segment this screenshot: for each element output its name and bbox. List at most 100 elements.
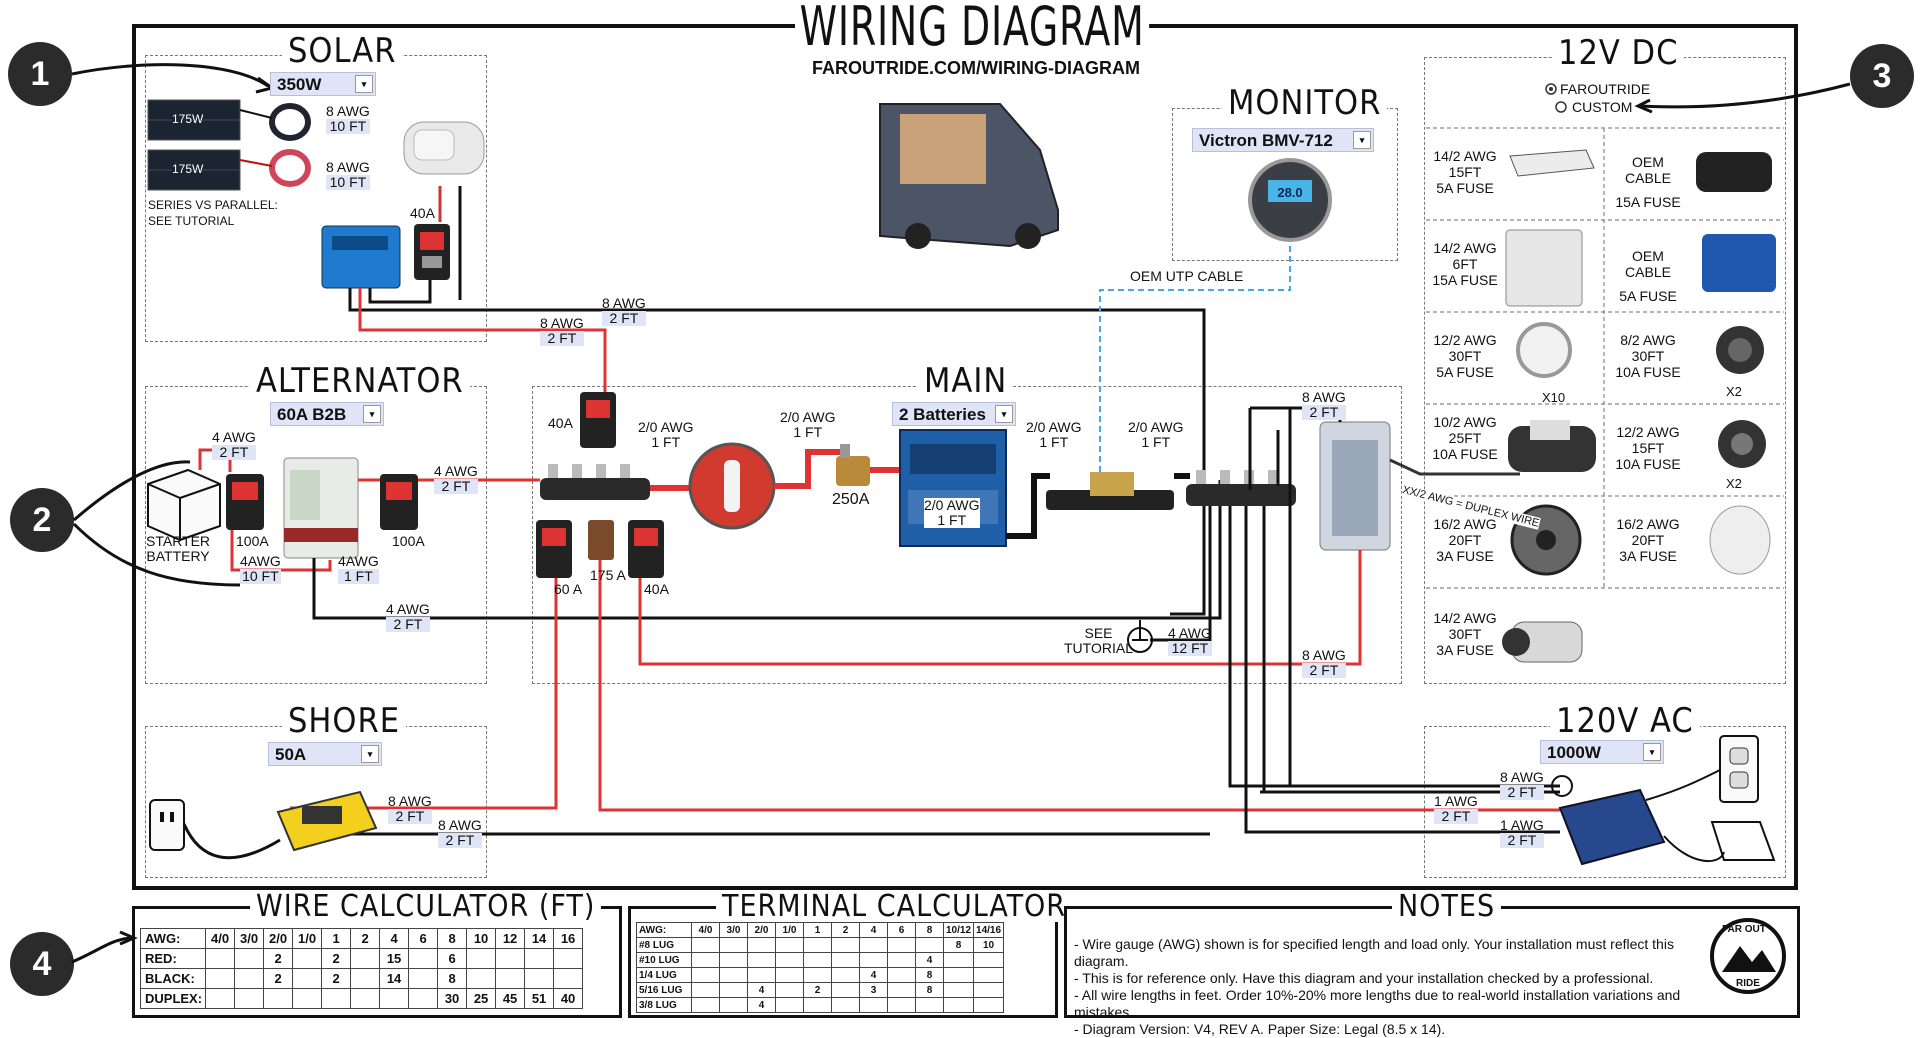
- solar-select[interactable]: 350W▾: [270, 72, 376, 96]
- wire-calc-header-cell: 16: [553, 928, 584, 949]
- solar-note-1: SERIES VS PARALLEL:: [148, 198, 278, 212]
- logo-text-2: RIDE: [1736, 978, 1760, 989]
- term-calc-cell: [691, 982, 720, 998]
- term-calc-cell: [859, 997, 888, 1013]
- radio-custom: [1555, 101, 1567, 113]
- term-calc-cell: [775, 997, 804, 1013]
- wire-calc-cell: [408, 948, 439, 969]
- house-batteries-icon: [899, 429, 1007, 547]
- dc-item-6-gauge: 8/2 AWG: [1620, 332, 1676, 348]
- battery-switch-icon: [688, 442, 776, 530]
- wire-ground-length: 12 FT: [1168, 641, 1212, 656]
- alternator-select[interactable]: 60A B2B▾: [270, 402, 384, 426]
- term-calc-header-cell: 3/0: [719, 922, 748, 938]
- wire-calc-cell: [524, 948, 555, 969]
- starter-battery-label-2: BATTERY: [146, 548, 210, 564]
- radio-faroutride-label[interactable]: FAROUTRIDE: [1560, 81, 1651, 97]
- wire-calc-cell: [205, 948, 236, 969]
- dc-item-7-gauge: 10/2 AWG: [1433, 414, 1497, 430]
- term-calc-cell: 4: [859, 967, 888, 983]
- main-select[interactable]: 2 Batteries▾: [892, 402, 1016, 426]
- wire-coil-black-icon: [269, 103, 311, 141]
- wire-calc-cell: [466, 968, 497, 989]
- term-calc-cell: [803, 937, 832, 953]
- term-calc-cell: [973, 967, 1005, 983]
- term-calc-cell: 10: [973, 937, 1005, 953]
- alt-wire-bot-gauge: 4AWG: [240, 553, 281, 569]
- wire-calc-cell: [379, 988, 410, 1009]
- starter-battery-icon: [147, 468, 221, 542]
- term-calc-cell: 4: [747, 982, 776, 998]
- fridge-icon: [1505, 229, 1583, 307]
- page-subtitle: FAROUTRIDE.COM/WIRING-DIAGRAM: [812, 58, 1140, 78]
- dc-item-6-fuse: 10A FUSE: [1615, 364, 1681, 380]
- term-calc-cell: #10 LUG: [636, 952, 692, 968]
- dc-item-8-gauge: 12/2 AWG: [1616, 424, 1680, 440]
- term-calc-cell: [859, 952, 888, 968]
- breaker-40a-label: 40A: [548, 415, 573, 431]
- ac-select[interactable]: 1000W ▾: [1540, 740, 1664, 764]
- term-calc-cell: 8: [915, 967, 944, 983]
- shore-select[interactable]: 50A▾: [268, 742, 382, 766]
- logo-icon: [1710, 918, 1786, 994]
- wire-calc-header-cell: 14: [524, 928, 555, 949]
- dc-item-10-length: 20FT: [1631, 532, 1665, 548]
- wire-batt-length: 1 FT: [937, 512, 967, 528]
- term-calc-cell: 5/16 LUG: [636, 982, 692, 998]
- monitor-cable-label: OEM UTP CABLE: [1128, 268, 1246, 284]
- term-calc-cell: #8 LUG: [636, 937, 692, 953]
- term-calc-cell: [719, 967, 748, 983]
- dc-item-4-gauge: OEM CABLE: [1625, 248, 1671, 280]
- ac-outlet-icon: [1719, 735, 1759, 803]
- dc-item-5-gauge: 12/2 AWG: [1433, 332, 1497, 348]
- term-calc-cell: 2: [803, 982, 832, 998]
- term-calc-header-cell: 4/0: [691, 922, 720, 938]
- radio-custom-label[interactable]: CUSTOM: [1572, 99, 1633, 115]
- term-calc-header-cell: 8: [915, 922, 944, 938]
- terminal-calculator-heading: TERMINAL CALCULATOR: [716, 892, 1073, 922]
- wire-calc-cell: BLACK:: [139, 968, 207, 989]
- dc-item-11-fuse: 3A FUSE: [1436, 642, 1494, 658]
- term-calc-cell: [691, 937, 720, 953]
- wire-calc-cell: 30: [437, 988, 468, 1009]
- term-calc-cell: 3/8 LUG: [636, 997, 692, 1013]
- wire-calc-cell: [234, 968, 265, 989]
- wire-calc-cell: [495, 968, 526, 989]
- wire-switch-length: 1 FT: [793, 424, 823, 440]
- term-calc-cell: [887, 982, 916, 998]
- dc-heading: 12V DC: [1552, 36, 1685, 70]
- wire-coil-red-icon: [269, 149, 311, 187]
- term-calc-cell: [887, 952, 916, 968]
- main-solar-feed2-gauge: 8 AWG: [540, 315, 584, 331]
- toilet-icon: [1709, 505, 1771, 575]
- wire-calc-cell: 51: [524, 988, 555, 1009]
- wire-calc-cell: [292, 948, 323, 969]
- alt-wire-out-gauge: 4 AWG: [434, 463, 478, 479]
- monitor-select[interactable]: Victron BMV-712▾: [1192, 128, 1374, 152]
- dc-item-4-length: [1608, 280, 1688, 288]
- dc-item-3-length: 6FT: [1452, 256, 1478, 272]
- term-calc-cell: 8: [942, 937, 975, 953]
- term-calc-cell: [803, 952, 832, 968]
- wire-calc-cell: [205, 988, 236, 1009]
- term-calc-cell: [831, 982, 860, 998]
- wire-calc-cell: 6: [437, 948, 468, 969]
- term-calc-cell: 8: [915, 982, 944, 998]
- wire-fusebox-bot-gauge: 8 AWG: [1302, 647, 1346, 663]
- chevron-down-icon: ▾: [1643, 743, 1661, 761]
- solar-wire-1-gauge: 8 AWG: [326, 103, 370, 119]
- note-line-2: - This is for reference only. Have this …: [1074, 970, 1654, 986]
- ac-select-value: 1000W: [1547, 743, 1601, 762]
- term-calc-cell: [803, 967, 832, 983]
